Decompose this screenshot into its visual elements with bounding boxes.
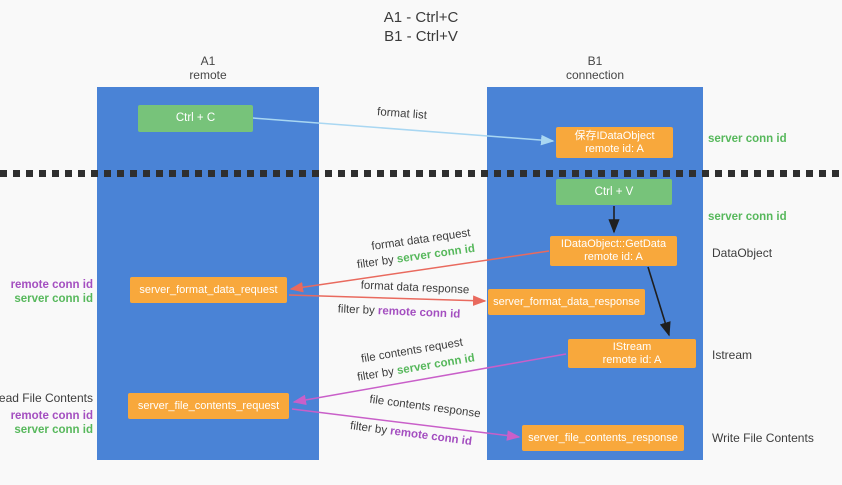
save-dataobject-box: 保存IDataObject remote id: A bbox=[556, 127, 673, 158]
filter-by-text: filter by bbox=[356, 254, 395, 272]
conn-id-stack-file: remote conn id server conn id bbox=[11, 409, 93, 437]
istream-line1: IStream bbox=[612, 340, 652, 353]
remote-conn-id-label-2: remote conn id bbox=[10, 410, 93, 422]
getdata-line1: IDataObject::GetData bbox=[560, 238, 667, 250]
lane-a1-subtitle: remote bbox=[189, 68, 227, 82]
server-file-contents-request-label: server_file_contents_request bbox=[137, 399, 280, 412]
ctrl-v-label: Ctrl + V bbox=[594, 185, 634, 198]
getdata-line2: remote id: A bbox=[584, 251, 643, 263]
file-contents-response-filter-label: filter by remote conn id bbox=[349, 420, 472, 448]
diagram-title: A1 - Ctrl+C B1 - Ctrl+V bbox=[0, 8, 842, 46]
phase-separator-dotted-line bbox=[0, 170, 842, 177]
read-file-contents-label: Read File Contents bbox=[0, 391, 93, 405]
filter-by-text: filter by bbox=[356, 365, 395, 384]
server-file-contents-response-box: server_file_contents_response bbox=[522, 425, 684, 451]
server-file-contents-response-label: server_file_contents_response bbox=[528, 431, 678, 444]
filter-by-text: filter by bbox=[337, 303, 376, 317]
format-data-response-filter-label: filter by remote conn id bbox=[337, 303, 460, 320]
lane-header-b1: B1 connection bbox=[487, 54, 703, 82]
server-format-data-request-label: server_format_data_request bbox=[139, 283, 278, 296]
remote-conn-id-label-1: remote conn id bbox=[10, 279, 93, 291]
lane-b1-id: B1 bbox=[587, 54, 603, 68]
getdata-box: IDataObject::GetData remote id: A bbox=[550, 236, 677, 266]
ctrl-c-box: Ctrl + C bbox=[138, 105, 253, 132]
save-dataobject-line2: remote id: A bbox=[585, 142, 644, 155]
server-format-data-request-box: server_format_data_request bbox=[130, 277, 287, 303]
server-conn-id-label-top: server conn id bbox=[708, 133, 787, 145]
write-file-contents-label: Write File Contents bbox=[712, 431, 814, 445]
ctrl-c-label: Ctrl + C bbox=[175, 112, 216, 124]
istream-line2: remote id: A bbox=[602, 353, 662, 366]
server-conn-id-label-2: server conn id bbox=[14, 424, 93, 436]
istream-side-label: Istream bbox=[712, 348, 753, 362]
filter-key-remote-conn-id: remote conn id bbox=[389, 425, 473, 448]
filter-by-text: filter by bbox=[349, 420, 388, 437]
server-conn-id-label-mid: server conn id bbox=[708, 211, 787, 223]
ctrl-v-box: Ctrl + V bbox=[556, 179, 672, 205]
filter-key-remote-conn-id: remote conn id bbox=[377, 305, 461, 321]
conn-id-stack-format: remote conn id server conn id bbox=[11, 278, 93, 306]
istream-box: IStream remote id: A bbox=[568, 339, 696, 368]
dataobject-label: DataObject bbox=[712, 246, 773, 260]
server-file-contents-request-box: server_file_contents_request bbox=[128, 393, 289, 419]
file-contents-response-arrow-label: file contents response bbox=[368, 393, 482, 421]
lane-b1-subtitle: connection bbox=[565, 68, 625, 82]
save-dataobject-line1: 保存IDataObject bbox=[574, 129, 655, 142]
lane-a1-id: A1 bbox=[200, 54, 216, 68]
server-format-data-response-label: server_format_data_response bbox=[493, 295, 640, 308]
format-list-arrow-label: format list bbox=[376, 106, 428, 122]
title-line-1: A1 - Ctrl+C bbox=[383, 9, 459, 26]
server-conn-id-label-1: server conn id bbox=[14, 293, 93, 305]
server-format-data-response-box: server_format_data_response bbox=[488, 289, 645, 315]
title-line-2: B1 - Ctrl+V bbox=[384, 28, 458, 45]
format-data-response-arrow-label: format data response bbox=[360, 279, 470, 297]
lane-header-a1: A1 remote bbox=[97, 54, 319, 82]
